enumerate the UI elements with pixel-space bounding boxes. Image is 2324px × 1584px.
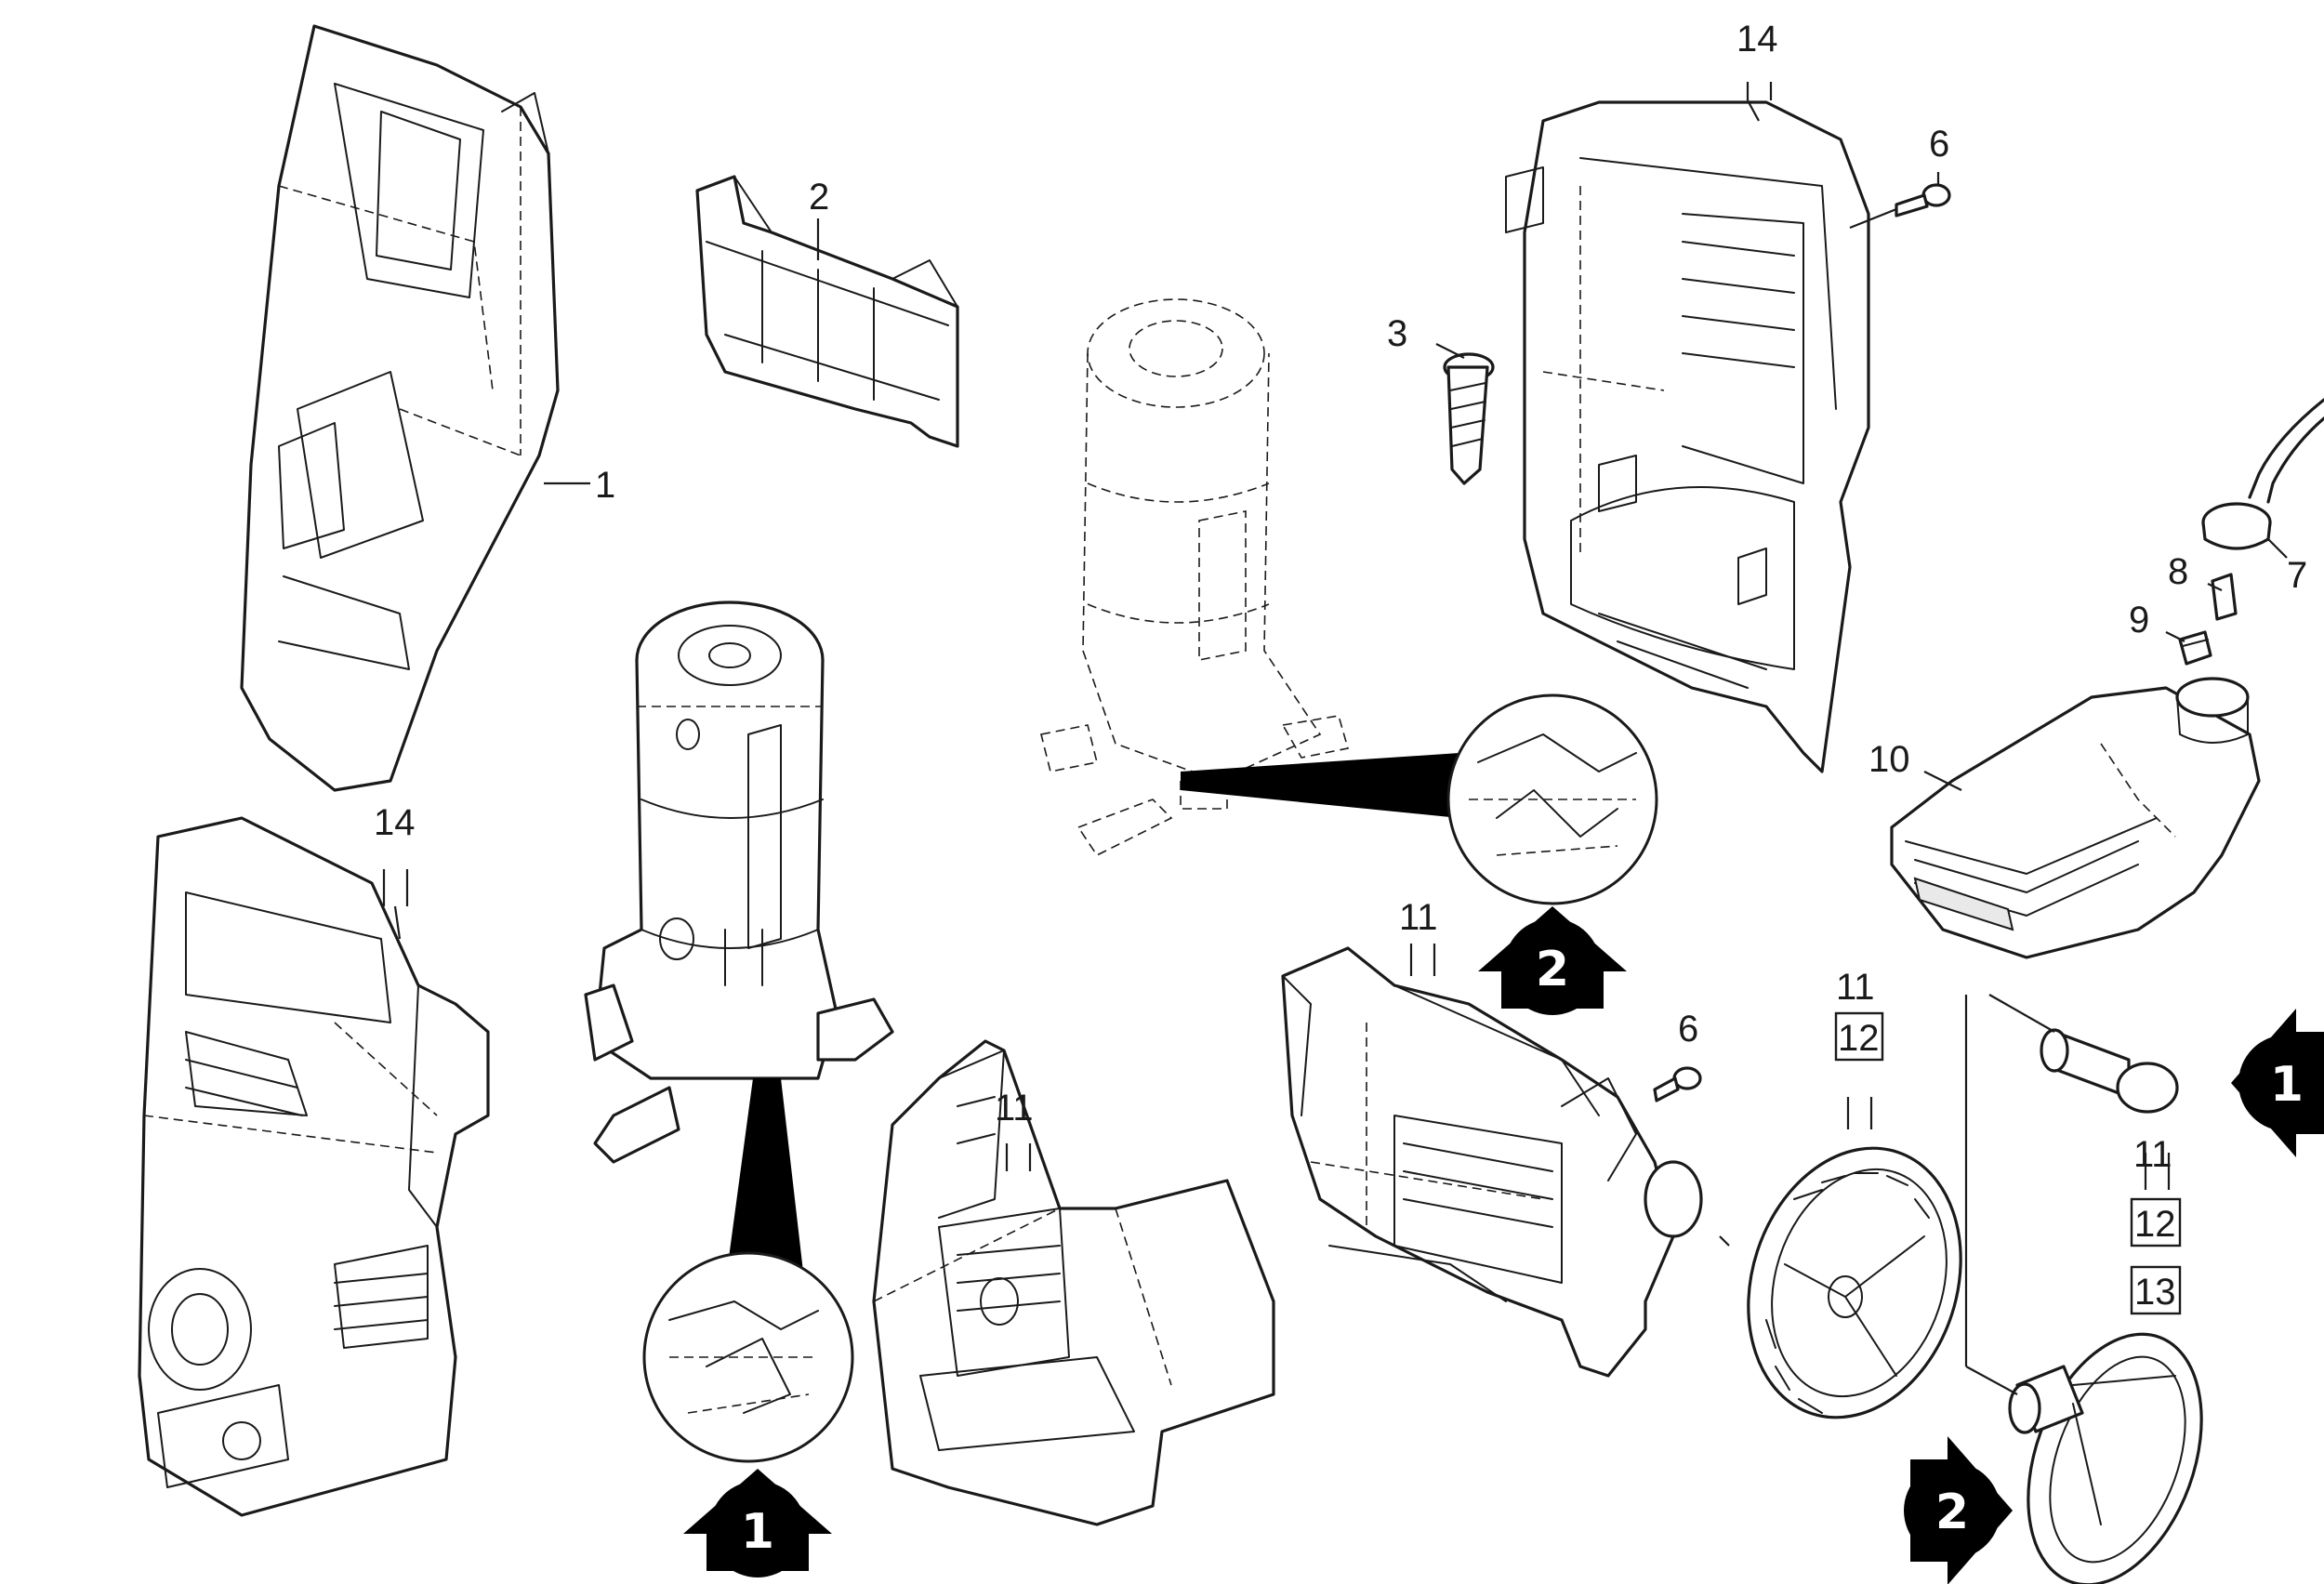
callout-2: 2 — [809, 177, 829, 218]
callout-10: 10 — [1868, 739, 1910, 780]
svg-text:1: 1 — [741, 1504, 774, 1560]
part-chassis — [1281, 946, 1703, 1378]
part-detergent-hose-set — [2178, 398, 2324, 666]
part-rear-housing-handle — [240, 24, 560, 792]
part-housing-frame — [1505, 100, 1870, 773]
svg-text:2: 2 — [1935, 1485, 1969, 1540]
part-screw-6-bottom — [1653, 1066, 1702, 1102]
bracket-leaders — [382, 82, 2171, 1190]
part-wheel — [1747, 1146, 1962, 1419]
detail-view-a — [642, 1078, 854, 1463]
callout-6-bottom: 6 — [1678, 1009, 1698, 1049]
part-motor-pump-unit — [584, 601, 894, 1164]
marker-1-bottom: 1 — [683, 1469, 832, 1577]
callout-9: 9 — [2129, 600, 2149, 640]
callout-11-hubcap: 11 — [2133, 1134, 2172, 1175]
callout-11-chassis: 11 — [1399, 897, 1438, 938]
marker-2-right: 2 — [1904, 1436, 2013, 1584]
callout-numbers: 1 2 3 6 6 7 8 9 10 11 11 11 11 12 12 13 … — [374, 19, 2307, 1313]
part-motor-pump-phantom — [1040, 298, 1350, 857]
callout-8: 8 — [2168, 551, 2188, 592]
callout-6-top: 6 — [1929, 124, 1949, 165]
part-detergent-tank — [1890, 677, 2261, 959]
callout-12-wheel: 12 — [1838, 1018, 1880, 1059]
callout-11-wheel: 11 — [1836, 967, 1875, 1008]
callout-boxes — [1834, 1011, 2182, 1315]
marker-2-center: 2 — [1478, 906, 1627, 1015]
part-axle-cap — [2040, 1028, 2179, 1114]
callout-14-frame: 14 — [1736, 19, 1778, 59]
callout-12-hubcap: 12 — [2134, 1204, 2176, 1245]
part-wheel-hubcap — [2008, 1332, 2203, 1584]
leader-lines — [544, 172, 2288, 1395]
callout-3: 3 — [1387, 313, 1407, 354]
svg-text:1: 1 — [2270, 1057, 2304, 1113]
part-screw-6-top — [1895, 183, 1951, 218]
callout-13: 13 — [2134, 1272, 2176, 1313]
part-front-cover — [138, 816, 490, 1517]
callout-7: 7 — [2287, 555, 2307, 596]
callout-1: 1 — [595, 465, 615, 506]
callout-14-front-cover: 14 — [374, 802, 416, 843]
marker-1-right: 1 — [2231, 1009, 2324, 1157]
part-screw-3 — [1443, 352, 1495, 485]
svg-text:2: 2 — [1536, 942, 1569, 997]
part-bracket — [695, 175, 959, 448]
part-lower-cover — [872, 1039, 1275, 1526]
detail-view-b — [1181, 693, 1658, 905]
callout-11-lower-cover: 11 — [995, 1088, 1034, 1129]
